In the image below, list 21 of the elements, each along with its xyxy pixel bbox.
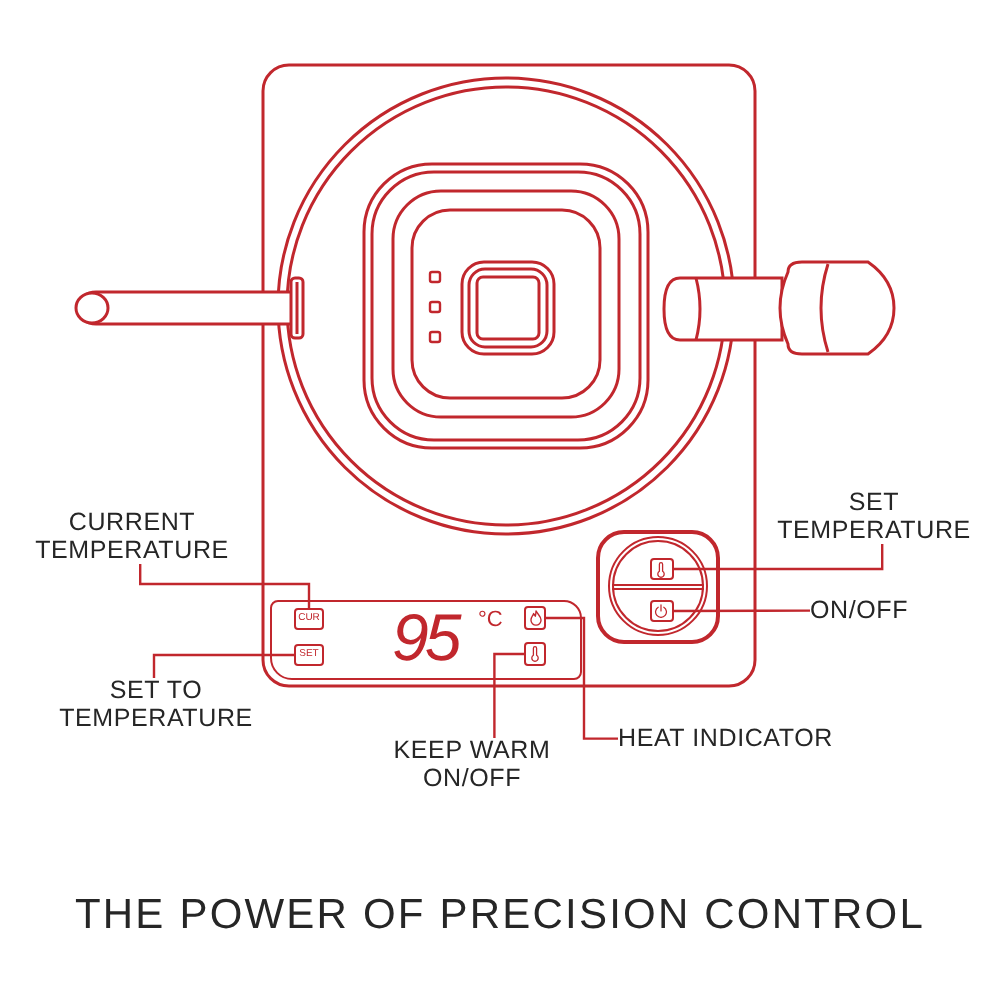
callout-label: SET TEMPERATURE: [772, 490, 976, 544]
callout-label: ON/OFF: [810, 597, 909, 624]
thermometer-button: [649, 558, 673, 580]
unit-label: °C: [478, 610, 503, 632]
callout-label: SET TO TEMPERATURE: [54, 678, 258, 732]
callout-label: CURRENT TEMPERATURE: [30, 510, 234, 564]
leader-line: [673, 609, 810, 613]
flame-button: [524, 606, 546, 630]
power-button: [649, 600, 673, 622]
temperature-readout: 95: [392, 604, 458, 670]
thermometer-button: [524, 642, 546, 666]
leader-line: [139, 564, 311, 608]
leader-line: [152, 653, 294, 678]
control-panel: [270, 600, 582, 680]
diagram-title: THE POWER OF PRECISION CONTROL: [74, 892, 926, 940]
callout-label: KEEP WARM ON/OFF: [386, 738, 558, 792]
control-dial: [596, 530, 720, 644]
leader-line: [546, 616, 618, 740]
leader-line: [673, 544, 884, 571]
callout-label: HEAT INDICATOR: [618, 725, 833, 752]
leader-line: [493, 652, 524, 738]
